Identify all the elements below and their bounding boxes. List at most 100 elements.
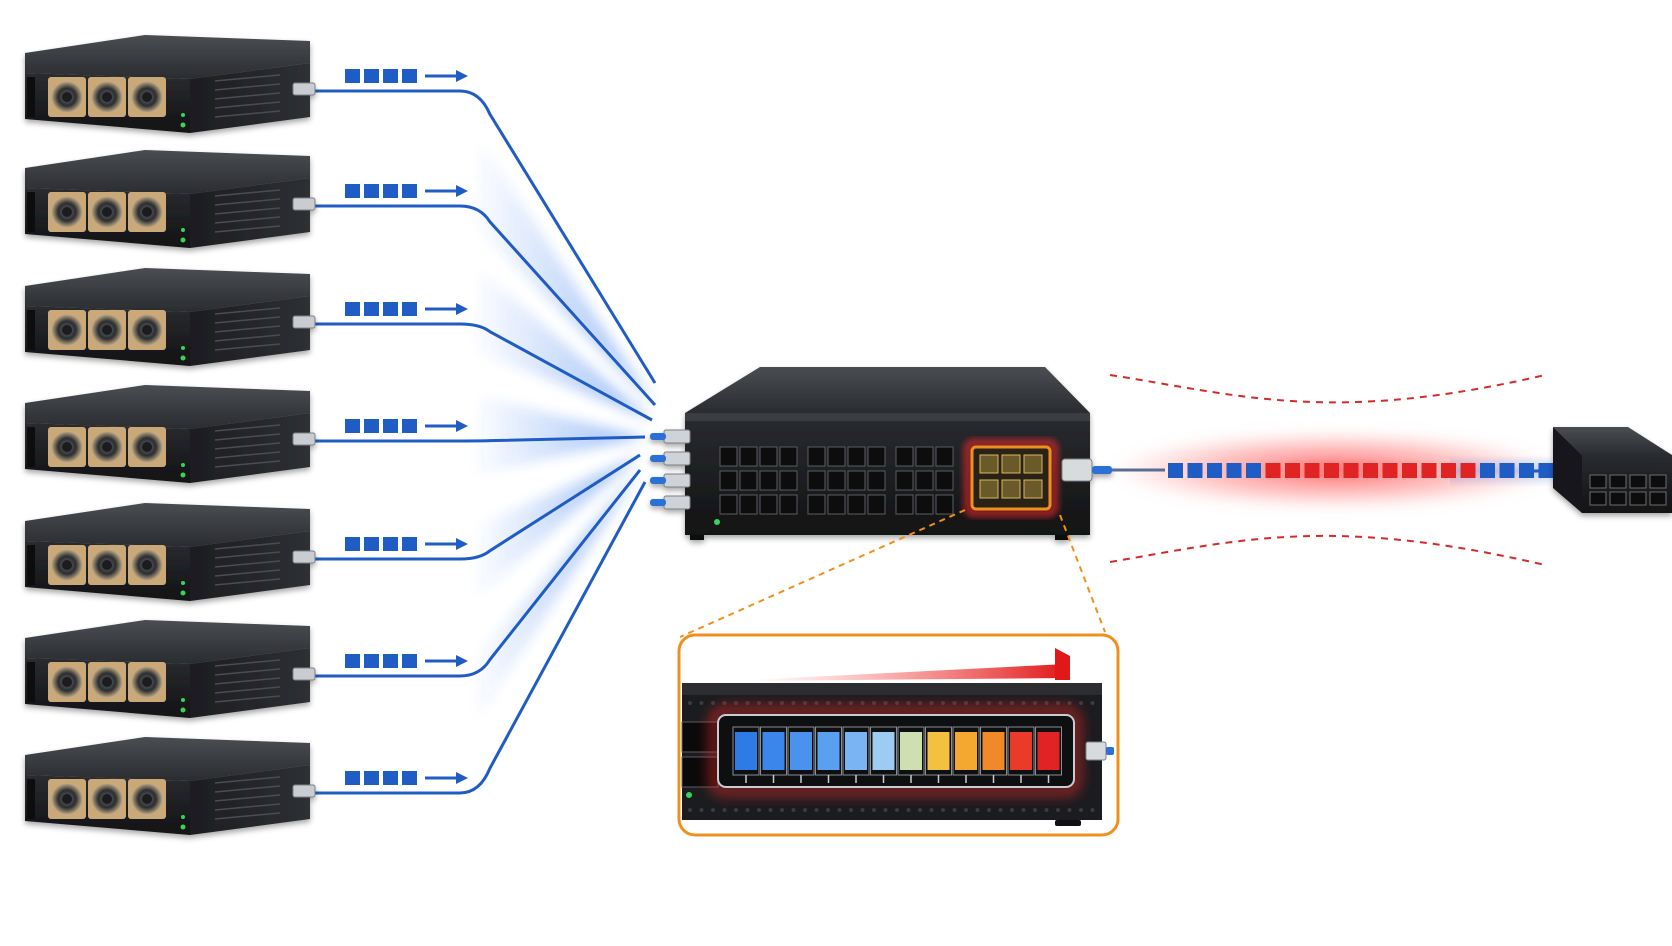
vent-hole: [1079, 701, 1083, 705]
data-packet: [383, 69, 398, 83]
server-top-face: [25, 150, 310, 194]
ingress-cable: [312, 204, 657, 407]
server-icon: [25, 385, 316, 483]
vent-hole: [987, 701, 991, 705]
vent-hole: [745, 808, 750, 812]
switch-port: [779, 494, 798, 515]
data-packet: [345, 69, 360, 83]
fan-hub: [102, 325, 112, 335]
vent-slot: [214, 668, 281, 676]
fan-hub: [102, 794, 112, 804]
fan-hub: [102, 560, 112, 570]
arrow-head-icon: [456, 70, 468, 82]
switch-port: [827, 446, 846, 467]
data-packet: [1168, 463, 1183, 478]
status-led: [180, 824, 186, 830]
dest-side-face: [1553, 427, 1582, 513]
vent-hole: [895, 808, 899, 812]
vent-hole: [1021, 808, 1026, 812]
vent-slot: [214, 659, 281, 667]
vent-hole: [837, 701, 842, 705]
vent-hole: [964, 701, 968, 705]
data-packet: [364, 302, 379, 316]
vent-slot: [214, 198, 281, 206]
vent-slot: [214, 74, 281, 82]
server-icon: [25, 150, 316, 248]
data-packet: [383, 771, 398, 785]
fan-hub: [62, 442, 72, 452]
arrow-head-icon: [456, 303, 468, 315]
switch-port: [739, 470, 758, 491]
vent-hole: [734, 701, 738, 705]
vent-hole: [952, 808, 957, 812]
sfp-transceiver-icon: [292, 667, 316, 681]
vent-hole: [941, 701, 945, 705]
vent-slot: [214, 542, 281, 550]
data-packet: [364, 419, 379, 433]
vent-slot: [214, 560, 281, 568]
vent-hole: [757, 808, 761, 812]
data-packet: [364, 184, 379, 198]
vent-slot: [214, 551, 281, 559]
vent-hole: [849, 701, 853, 705]
data-packet: [1402, 463, 1417, 478]
ingress-glow: [470, 470, 640, 731]
vent-hole: [722, 701, 727, 705]
vent-hole: [711, 701, 715, 705]
switch-port: [827, 470, 846, 491]
ingress-cable: [312, 322, 653, 422]
status-led: [686, 792, 692, 798]
cable-connector: [650, 477, 666, 484]
sfp-transceiver-icon: [663, 429, 691, 444]
sfp-transceiver-icon: [663, 495, 691, 510]
data-packet: [1421, 463, 1437, 478]
switch-port: [759, 446, 778, 467]
data-packet: [402, 654, 417, 668]
vent-hole: [768, 701, 773, 705]
rack-ear: [27, 77, 35, 117]
switch-port: [1609, 491, 1627, 506]
status-led: [180, 707, 186, 713]
data-packet: [1265, 463, 1281, 478]
zoom-leader-line: [1059, 514, 1106, 633]
vent-hole: [883, 808, 888, 812]
vent-hole: [711, 808, 715, 812]
vent-hole: [1079, 808, 1083, 812]
vent-slot: [214, 433, 281, 441]
switch-foot: [1055, 535, 1069, 540]
vent-slot: [214, 92, 281, 100]
switch-port: [935, 470, 954, 491]
server-top-face: [25, 385, 310, 429]
fan-hub: [62, 92, 72, 102]
switch-port: [739, 446, 758, 467]
bottleneck-boundary-upper: [1109, 374, 1546, 404]
queued-packet: [817, 732, 840, 770]
switch-port: [719, 470, 738, 491]
server-top-face: [25, 737, 310, 781]
vent-slot: [214, 216, 281, 224]
vent-hole: [780, 701, 784, 705]
rack-ear: [27, 545, 35, 585]
vent-hole: [906, 701, 911, 705]
data-packet: [1207, 463, 1222, 478]
vent-hole: [918, 808, 922, 812]
status-led: [181, 698, 185, 702]
switch-foot: [690, 535, 704, 540]
switch-port: [827, 494, 846, 515]
vent-slot: [214, 424, 281, 432]
status-led: [181, 581, 185, 585]
vent-slot: [214, 334, 281, 342]
vent-hole: [826, 808, 830, 812]
port-cage: [1023, 479, 1043, 499]
vent-hole: [814, 701, 819, 705]
vent-hole: [918, 701, 922, 705]
vent-hole: [987, 808, 991, 812]
congestion-glow: [963, 438, 1059, 518]
switch-port: [847, 494, 866, 515]
fan-hub: [62, 677, 72, 687]
data-packet: [345, 302, 360, 316]
vent-hole: [964, 808, 968, 812]
fan-hub: [62, 560, 72, 570]
data-packet: [364, 771, 379, 785]
